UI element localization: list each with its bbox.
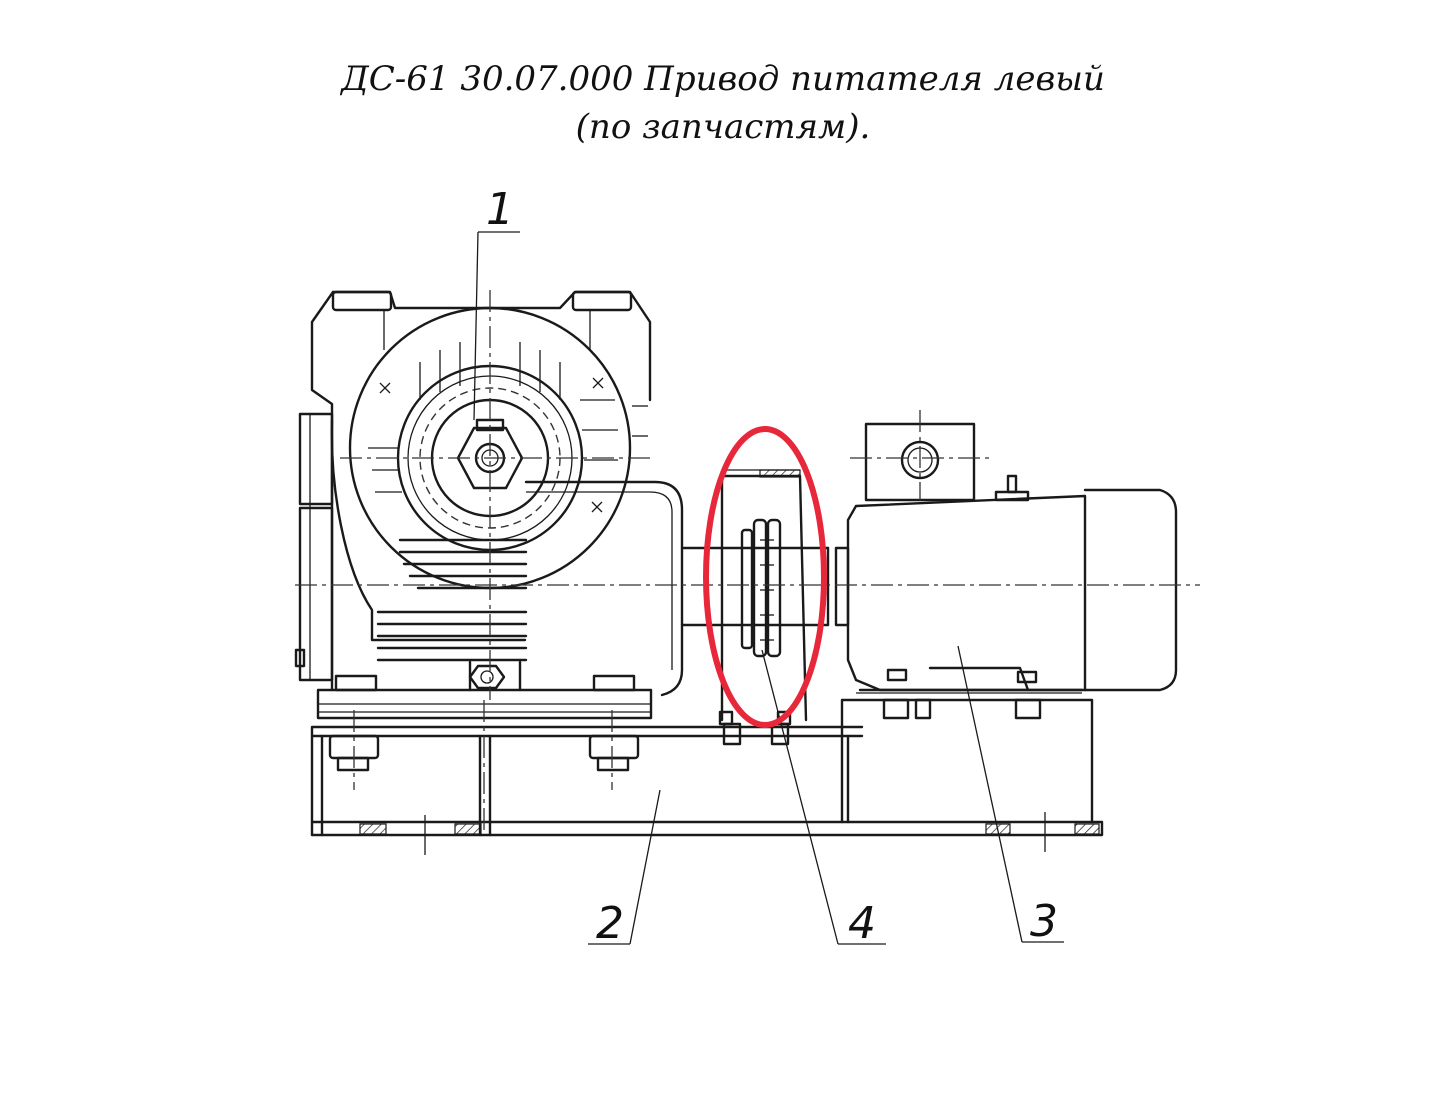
electric-motor: [834, 422, 1178, 824]
base-bolts: [328, 660, 640, 772]
callout-4: 4: [761, 649, 886, 949]
callout-3: 3: [957, 645, 1064, 947]
callout-label-1: 1: [486, 184, 514, 235]
centerlines: [295, 290, 1200, 830]
callout-1: 1: [473, 184, 520, 421]
base-frame: [310, 725, 1104, 855]
drawing-title-line1: ДС-61 30.07.000 Привод питателя левый: [341, 59, 1105, 99]
highlight-ellipse: [703, 426, 827, 728]
worm-gearbox: [294, 290, 684, 697]
callout-2: 2: [588, 789, 661, 949]
shaft-coupling: [680, 469, 830, 746]
cross-marks: [379, 377, 604, 513]
callout-label-3: 3: [1030, 896, 1058, 947]
callout-label-2: 2: [596, 898, 624, 949]
worm-teeth: [368, 342, 618, 662]
drawing-title-line2: (по запчастям).: [575, 107, 871, 147]
callout-label-4: 4: [848, 898, 876, 949]
